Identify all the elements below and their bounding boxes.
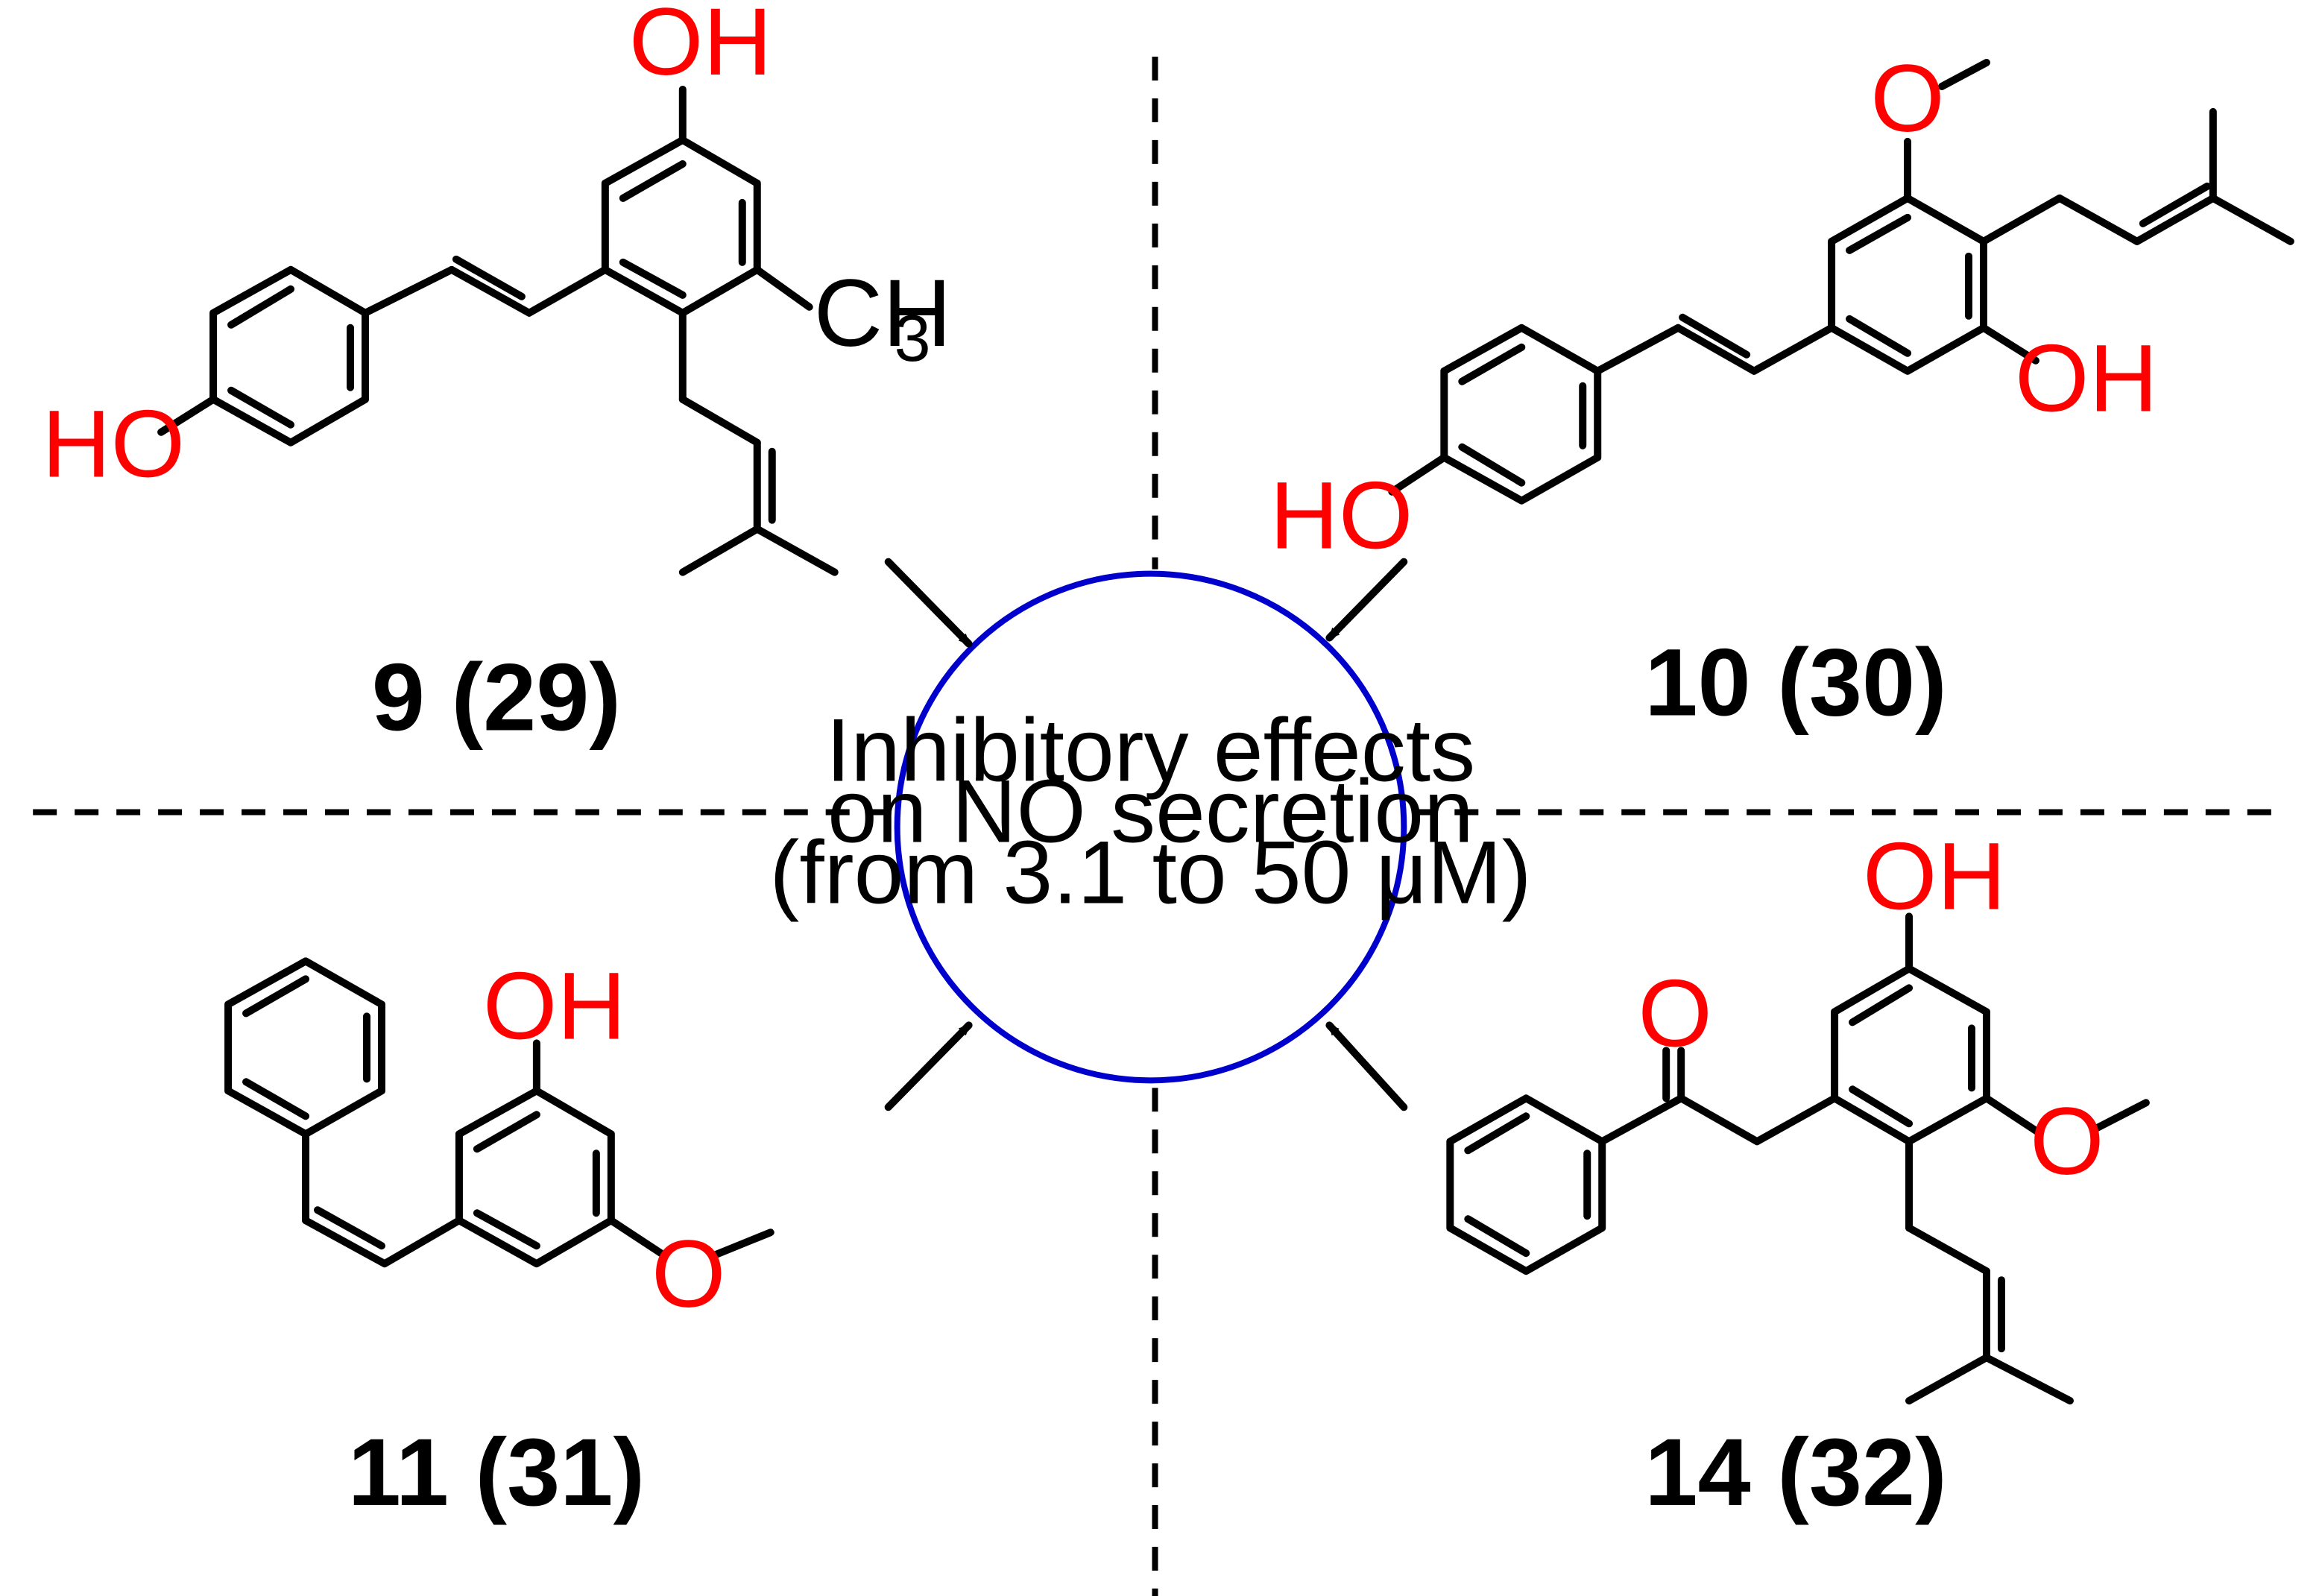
- c14-ring-a: [1831, 965, 1990, 1146]
- c14-ring-b-inner: [1464, 1112, 1591, 1258]
- c11-ring-a-inner: [473, 1111, 600, 1250]
- c9-prenyl-5: [753, 525, 839, 576]
- c14-prenyl-5: [1982, 1354, 2074, 1405]
- c14-ring-a-inner: [1849, 984, 1975, 1128]
- c14-ome-bond-1: [1982, 1094, 2042, 1137]
- c9-ho-bond: [157, 395, 218, 436]
- c10-ring-a: [1828, 194, 1987, 375]
- c14-carbonyl: [1662, 1047, 1685, 1103]
- c10-oh-bond: [1979, 324, 2039, 365]
- c14-o-meo: O: [2030, 1088, 2104, 1195]
- compound-14-structure: OH O O: [1446, 823, 2150, 1405]
- c10-ho-bond: [1388, 453, 1448, 496]
- c14-ketone-aryl: [1598, 1094, 1685, 1146]
- c10-ring-a-inner: [1846, 213, 1972, 357]
- c10-prenyl-2: [2055, 194, 2141, 245]
- c10-ring-b: [1440, 324, 1602, 505]
- c10-oh-right: OH: [2015, 326, 2158, 432]
- c14-prenyl-4: [1905, 1354, 1990, 1405]
- c9-prenyl-3: [753, 438, 776, 533]
- c11-ring-b-inner: [242, 975, 370, 1120]
- c14-oh-top: OH: [1863, 823, 2006, 930]
- center-node: Inhibitory effects on NO secretion (from…: [769, 570, 1532, 1084]
- compound-10-structure: O OH HO: [1269, 45, 2294, 570]
- arrows: [884, 558, 1408, 1111]
- c10-prenyl-1: [1979, 194, 2063, 245]
- c9-methyl-sub: 3: [895, 301, 931, 375]
- c14-ring-b: [1446, 1094, 1606, 1275]
- c9-oh-top: OH: [629, 0, 772, 95]
- c9-prenyl-4: [678, 525, 761, 576]
- c9-methyl-bond: [753, 265, 813, 311]
- c10-vinyl-3: [1594, 324, 1682, 375]
- center-text-line-2: on NO secretion: [827, 761, 1474, 861]
- c14-prenyl-3: [1982, 1267, 2005, 1362]
- compound-11-label: 11 (31): [348, 1419, 645, 1526]
- c14-ome-bond-2: [2089, 1099, 2150, 1134]
- quadrant-dividers: [33, 56, 2288, 1596]
- c11-ring-b: [224, 957, 385, 1138]
- c14-prenyl-2: [1905, 1224, 1990, 1275]
- c11-ring-a: [455, 1087, 615, 1268]
- c10-ring-b-inner: [1458, 343, 1587, 487]
- c14-ch2-2: [1677, 1094, 1761, 1146]
- c11-ome-bond-1: [607, 1217, 667, 1259]
- c11-oh-top: OH: [483, 953, 626, 1059]
- c14-ch2-1: [1753, 1094, 1839, 1146]
- arrow-from-9: [884, 558, 973, 648]
- arrow-from-11: [884, 1021, 973, 1111]
- c10-prenyl-5: [2209, 194, 2294, 245]
- compound-9-structure: OH HO CH 3: [42, 0, 952, 576]
- arrow-from-14: [1325, 1021, 1408, 1111]
- center-circle: [894, 570, 1407, 1084]
- compound-11-structure: OH O: [224, 953, 774, 1328]
- c14-o-keto: O: [1638, 960, 1712, 1067]
- c9-oh-left: HO: [42, 391, 185, 498]
- compound-9-label: 9 (29): [372, 645, 621, 751]
- center-text-line-1: Inhibitory effects: [826, 701, 1475, 801]
- c9-prenyl-2: [678, 395, 761, 447]
- c10-oh-left: HO: [1269, 463, 1413, 570]
- arrow-from-10: [1325, 558, 1408, 642]
- c9-vinyl-1: [525, 265, 609, 317]
- c9-ring-a-inner: [619, 160, 746, 299]
- c9-vinyl-3: [362, 265, 455, 317]
- compound-14-label: 14 (32): [1644, 1419, 1946, 1526]
- c11-ome-bond-2: [711, 1228, 774, 1259]
- c9-vinyl-2: [447, 255, 533, 317]
- compound-10-label: 10 (30): [1644, 630, 1946, 737]
- c10-o-top: O: [1870, 45, 1945, 152]
- c10-prenyl-3: [2133, 182, 2217, 245]
- c9-ring-b: [209, 265, 369, 447]
- c11-o-bottom: O: [652, 1221, 726, 1328]
- c11-vinyl-2: [302, 1206, 388, 1268]
- center-text-line-3: (from 3.1 to 50 μM): [769, 822, 1531, 922]
- c10-ome-bond-2: [1938, 58, 1990, 90]
- c11-vinyl-1: [380, 1217, 463, 1268]
- c10-vinyl-2: [1674, 313, 1758, 375]
- c9-ring-b-inner: [227, 285, 355, 429]
- c9-methyl-text: CH: [814, 260, 952, 367]
- c10-vinyl-1: [1750, 324, 1836, 375]
